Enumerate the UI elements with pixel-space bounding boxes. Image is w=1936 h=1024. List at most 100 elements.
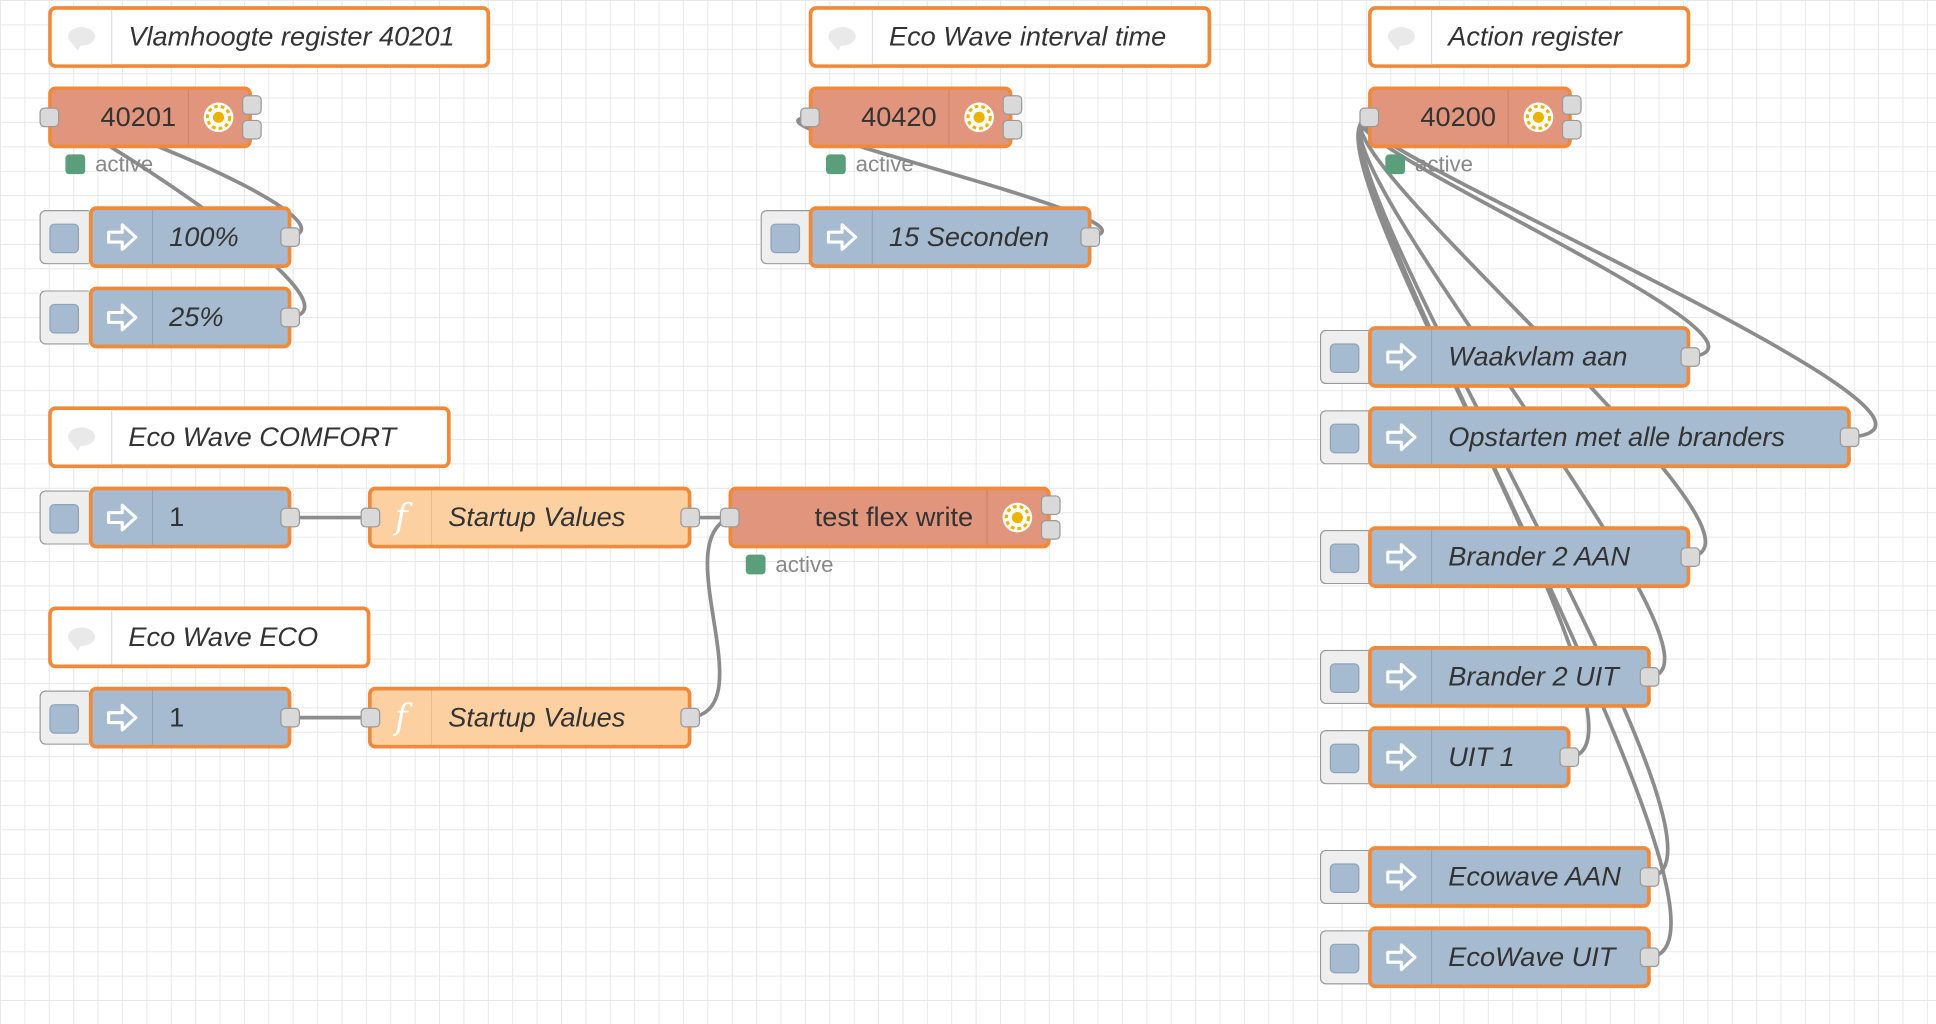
status-dot bbox=[745, 554, 766, 575]
inject-node[interactable]: EcoWave UIT bbox=[1368, 926, 1651, 989]
output-port[interactable] bbox=[1559, 747, 1580, 768]
inject-node[interactable]: Ecowave AAN bbox=[1368, 846, 1651, 908]
inject-trigger-button[interactable] bbox=[1319, 329, 1370, 385]
output-port[interactable] bbox=[680, 707, 701, 728]
inject-node[interactable]: 15 Seconden bbox=[808, 206, 1092, 269]
output-port[interactable] bbox=[242, 95, 262, 115]
status-text: active bbox=[95, 151, 154, 177]
output-port[interactable] bbox=[280, 507, 301, 528]
comment-node[interactable]: Eco Wave COMFORT bbox=[48, 406, 451, 469]
wire[interactable] bbox=[688, 515, 731, 720]
comment-label: Action register bbox=[1448, 20, 1622, 52]
output-port[interactable] bbox=[280, 227, 301, 248]
inject-trigger-button[interactable] bbox=[1319, 930, 1370, 985]
node-label: Opstarten met alle branders bbox=[1448, 421, 1786, 453]
output-port[interactable] bbox=[1040, 520, 1061, 540]
node-label: 40420 bbox=[861, 101, 937, 133]
inject-trigger-button[interactable] bbox=[1319, 529, 1370, 585]
output-port[interactable] bbox=[280, 707, 301, 728]
comment-label: Vlamhoogte register 40201 bbox=[128, 20, 455, 52]
input-port[interactable] bbox=[800, 107, 820, 128]
node-label: UIT 1 bbox=[1448, 741, 1515, 772]
output-port[interactable] bbox=[1002, 119, 1023, 140]
output-port[interactable] bbox=[1002, 95, 1023, 115]
input-port[interactable] bbox=[1359, 107, 1380, 128]
inject-trigger-button[interactable] bbox=[39, 690, 89, 745]
output-port[interactable] bbox=[1561, 95, 1582, 115]
arrow-right-icon bbox=[1372, 529, 1433, 585]
input-port[interactable] bbox=[360, 707, 381, 728]
output-port[interactable] bbox=[1080, 227, 1101, 248]
wire[interactable] bbox=[1358, 115, 1667, 679]
output-port[interactable] bbox=[1639, 667, 1660, 687]
modbus-node-40200[interactable]: 40200 bbox=[1368, 86, 1572, 149]
arrow-right-icon bbox=[1372, 329, 1433, 385]
inject-node[interactable]: Brander 2 AAN bbox=[1368, 526, 1691, 588]
output-port[interactable] bbox=[680, 507, 701, 528]
node-label: Startup Values bbox=[448, 501, 626, 533]
node-label: test flex write bbox=[814, 501, 974, 533]
output-port[interactable] bbox=[280, 307, 301, 328]
status-indicator: active bbox=[745, 552, 834, 577]
inject-trigger-button[interactable] bbox=[760, 209, 810, 265]
modbus-node-test-flex-write[interactable]: test flex write bbox=[728, 486, 1051, 549]
status-text: active bbox=[775, 552, 834, 577]
node-label: Brander 2 AAN bbox=[1448, 541, 1630, 572]
function-node[interactable]: f Startup Values bbox=[367, 486, 692, 549]
comment-node[interactable]: Vlamhoogte register 40201 bbox=[48, 6, 491, 68]
modbus-gear-icon bbox=[986, 490, 1048, 545]
inject-trigger-button[interactable] bbox=[1319, 410, 1370, 465]
arrow-right-icon bbox=[812, 209, 873, 265]
inject-node[interactable]: 25% bbox=[88, 286, 292, 349]
status-dot bbox=[826, 154, 846, 175]
inject-node[interactable]: UIT 1 bbox=[1368, 726, 1571, 789]
output-port[interactable] bbox=[1561, 119, 1582, 140]
inject-node[interactable]: 1 bbox=[88, 486, 292, 549]
arrow-right-icon bbox=[93, 490, 154, 545]
inject-node[interactable]: 100% bbox=[88, 206, 292, 269]
comment-node[interactable]: Eco Wave interval time bbox=[808, 6, 1212, 68]
node-label: 15 Seconden bbox=[888, 221, 1050, 252]
modbus-gear-icon bbox=[187, 90, 249, 145]
modbus-gear-icon bbox=[1507, 90, 1569, 145]
node-label: 1 bbox=[169, 501, 185, 533]
status-dot bbox=[65, 154, 86, 175]
inject-trigger-button[interactable] bbox=[1319, 730, 1370, 785]
modbus-node-40420[interactable]: 40420 bbox=[808, 86, 1013, 149]
input-port[interactable] bbox=[360, 507, 381, 528]
output-port[interactable] bbox=[1639, 947, 1660, 968]
arrow-right-icon bbox=[1372, 849, 1433, 905]
function-node[interactable]: f Startup Values bbox=[367, 686, 692, 749]
output-port[interactable] bbox=[1680, 347, 1701, 367]
inject-trigger-button[interactable] bbox=[39, 209, 89, 265]
input-port[interactable] bbox=[39, 107, 60, 128]
node-label: Startup Values bbox=[448, 701, 626, 733]
output-port[interactable] bbox=[1680, 547, 1701, 567]
comment-label: Eco Wave COMFORT bbox=[128, 421, 397, 453]
status-text: active bbox=[855, 151, 914, 177]
function-f-icon: f bbox=[372, 490, 433, 545]
comment-node[interactable]: Action register bbox=[1368, 6, 1691, 68]
output-port[interactable] bbox=[242, 119, 262, 140]
inject-trigger-button[interactable] bbox=[1319, 649, 1370, 705]
output-port[interactable] bbox=[1040, 495, 1061, 516]
comment-icon bbox=[51, 610, 113, 665]
output-port[interactable] bbox=[1839, 427, 1860, 448]
modbus-node-40201[interactable]: 40201 bbox=[48, 86, 252, 149]
output-port[interactable] bbox=[1639, 867, 1660, 887]
comment-icon bbox=[812, 9, 873, 65]
inject-node[interactable]: 1 bbox=[88, 686, 292, 749]
inject-node[interactable]: Waakvlam aan bbox=[1368, 326, 1691, 388]
inject-node[interactable]: Brander 2 UIT bbox=[1368, 646, 1651, 708]
input-port[interactable] bbox=[719, 507, 740, 528]
inject-trigger-button[interactable] bbox=[39, 490, 89, 545]
node-label: Brander 2 UIT bbox=[1448, 660, 1619, 692]
inject-trigger-button[interactable] bbox=[39, 290, 89, 345]
inject-node[interactable]: Opstarten met alle branders bbox=[1368, 406, 1851, 469]
inject-trigger-button[interactable] bbox=[1319, 849, 1370, 905]
status-indicator: active bbox=[826, 152, 914, 177]
node-label: 100% bbox=[169, 221, 239, 252]
wire[interactable] bbox=[1359, 115, 1711, 359]
comment-node[interactable]: Eco Wave ECO bbox=[48, 606, 371, 669]
